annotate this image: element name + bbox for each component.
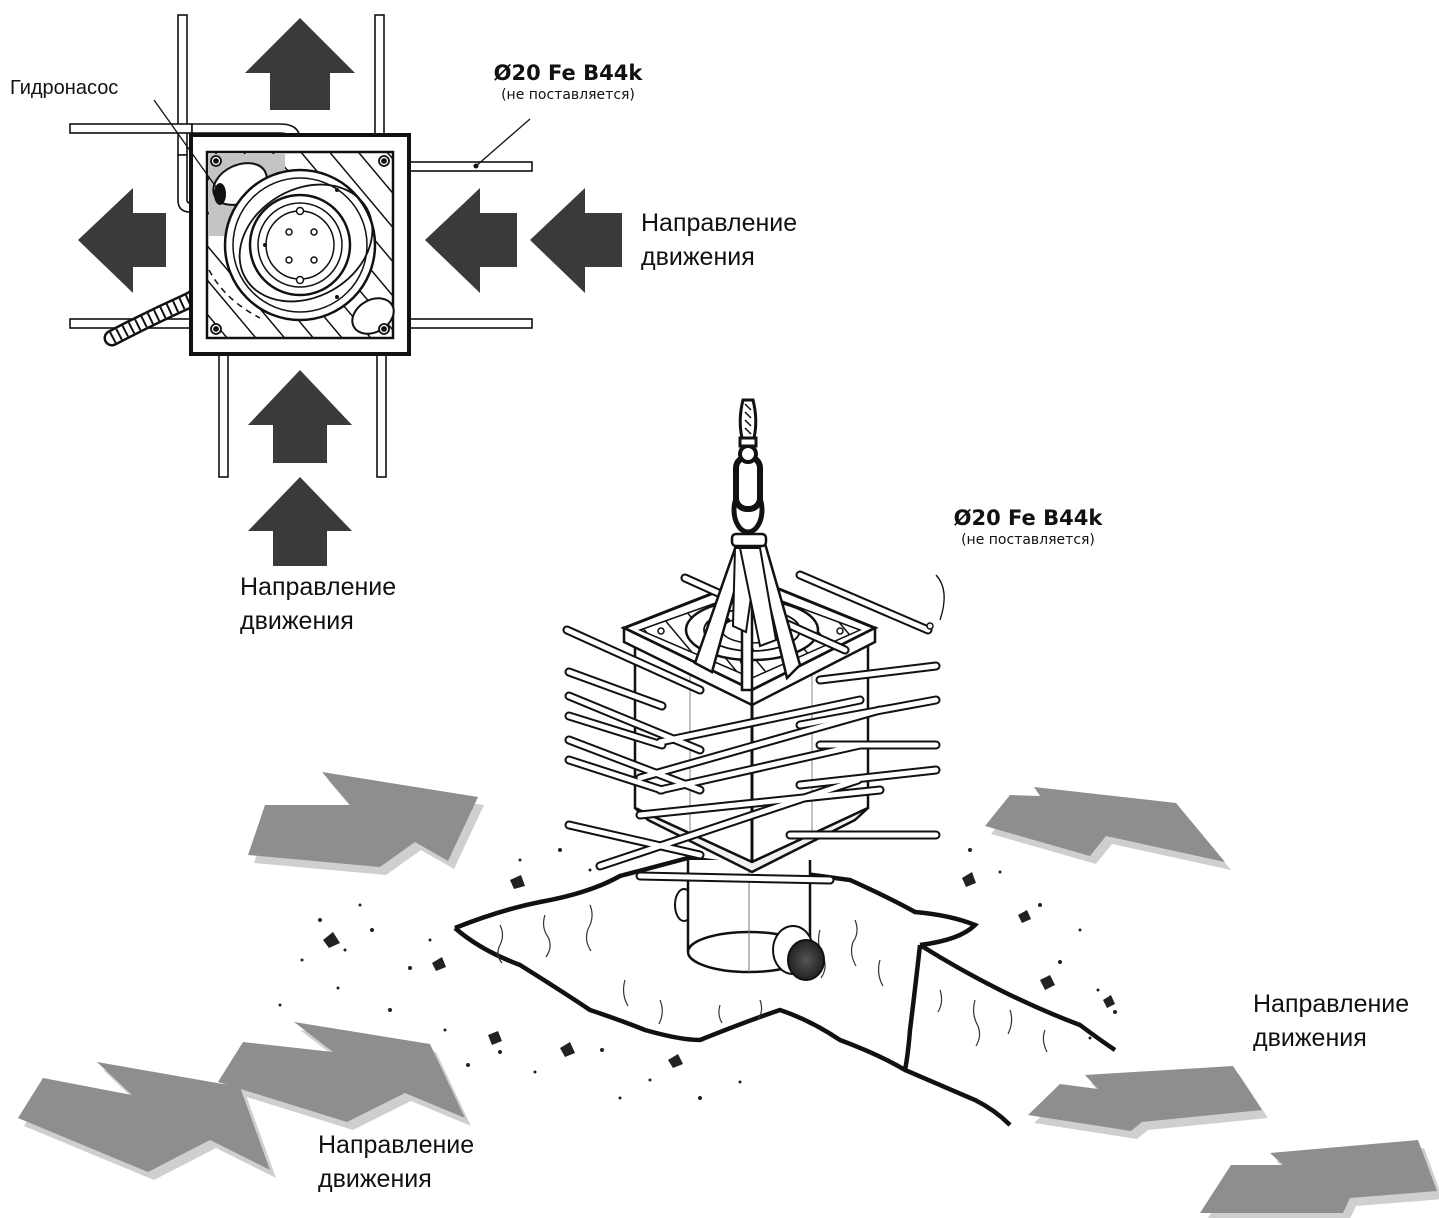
direction-label-line2: движения [1253, 1024, 1367, 1052]
rebar-spec-note: (не поставляется) [501, 87, 635, 103]
iso-view [18, 398, 1439, 1218]
rebar-spec-top: Ø20 Fe B44k (не поставляется) [478, 60, 658, 104]
direction-label-line1: Направление [1253, 990, 1410, 1018]
arrow-icon [248, 772, 478, 867]
hose [103, 265, 241, 347]
arrow-icon [1028, 1066, 1262, 1131]
arrow-left-icon [78, 188, 166, 293]
lifting-gear [693, 398, 802, 692]
arrow-icon [1200, 1140, 1437, 1213]
arrow-up-icon [248, 477, 352, 566]
arrow-icon [985, 787, 1225, 862]
outlet-icon [772, 925, 825, 981]
iso-rebars [562, 570, 941, 885]
corner-screws [210, 155, 390, 335]
arrow-icon [18, 1062, 270, 1172]
direction-label-iso-bottom: Направление движения [318, 1128, 474, 1196]
rebar-spec-title: Ø20 Fe B44k [953, 506, 1103, 530]
rebar-spec-iso: Ø20 Fe B44k (не поставляется) [938, 505, 1118, 549]
ground-debris [278, 848, 1117, 1100]
rebar-leader-line-top [475, 118, 531, 167]
arrow-left-icon [530, 188, 622, 293]
arrow-left-icon [425, 188, 517, 293]
rebar-leader-line-iso [926, 574, 945, 630]
pump-label: Гидронасос [10, 77, 119, 99]
iso-arrows [18, 772, 1439, 1218]
direction-label-top-right: Направление движения [641, 206, 797, 274]
direction-label-line1: Направление [641, 209, 798, 237]
pump-leader-line [153, 99, 217, 188]
excavation-pit [453, 855, 1117, 1127]
rebar-spec-note: (не поставляется) [961, 532, 1095, 548]
top-view [69, 14, 622, 566]
direction-label-top-bottom: Направление движения [240, 570, 396, 638]
top-view-arrows [78, 18, 622, 566]
arrow-icon [218, 1022, 465, 1122]
direction-label-line1: Направление [318, 1131, 475, 1159]
direction-label-line2: движения [240, 607, 354, 635]
direction-label-iso-right: Направление движения [1253, 987, 1409, 1055]
direction-label-line2: движения [641, 243, 755, 271]
direction-label-line2: движения [318, 1165, 432, 1193]
arrow-up-icon [248, 370, 352, 463]
hydropump-marker [214, 183, 226, 205]
direction-label-line1: Направление [240, 573, 397, 601]
rebar-spec-title: Ø20 Fe B44k [493, 61, 643, 85]
arrow-up-icon [245, 18, 355, 110]
inner-ring [248, 193, 352, 297]
